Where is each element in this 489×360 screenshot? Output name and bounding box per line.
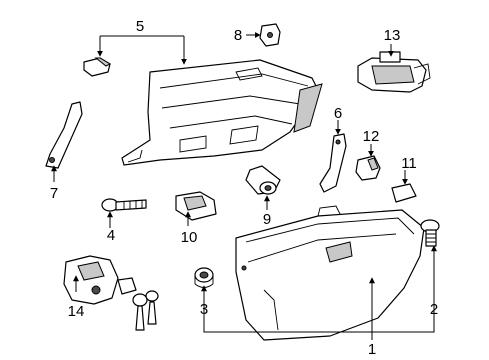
callout-3: 3	[200, 301, 208, 318]
part-11-pad	[391, 183, 417, 203]
callout-12: 12	[363, 128, 380, 145]
part-9-cylinder	[245, 165, 281, 195]
callout-6: 6	[334, 105, 342, 122]
part-5-upper-frame	[121, 59, 323, 166]
part-10-stopper	[175, 191, 217, 221]
callout-8: 8	[234, 27, 242, 44]
part-3-bushing	[194, 267, 214, 288]
part-4-bolt	[101, 198, 147, 212]
callout-2: 2	[430, 301, 438, 318]
callout-1: 1	[368, 341, 376, 358]
part-7-bracket	[45, 101, 83, 169]
callout-10: 10	[181, 229, 198, 246]
leader-lines	[51, 32, 437, 340]
callout-labels: 5 8 13 7 6 12 11 4 10 9 14 3 2 1	[50, 18, 438, 358]
part-12-clip	[355, 155, 381, 181]
part-14-lock-assembly	[63, 255, 159, 331]
part-5-clip	[83, 57, 112, 77]
callout-4: 4	[107, 227, 115, 244]
part-8-bracket	[259, 23, 281, 47]
callout-7: 7	[50, 185, 58, 202]
callout-9: 9	[263, 211, 271, 228]
part-2-pin	[420, 219, 440, 247]
callout-11: 11	[401, 155, 417, 172]
part-13-damper	[357, 51, 431, 93]
part-6-bracket	[319, 133, 347, 193]
callout-14: 14	[68, 303, 85, 320]
callout-5: 5	[136, 18, 144, 35]
callout-13: 13	[384, 27, 401, 44]
part-1-glove-box	[235, 205, 425, 341]
